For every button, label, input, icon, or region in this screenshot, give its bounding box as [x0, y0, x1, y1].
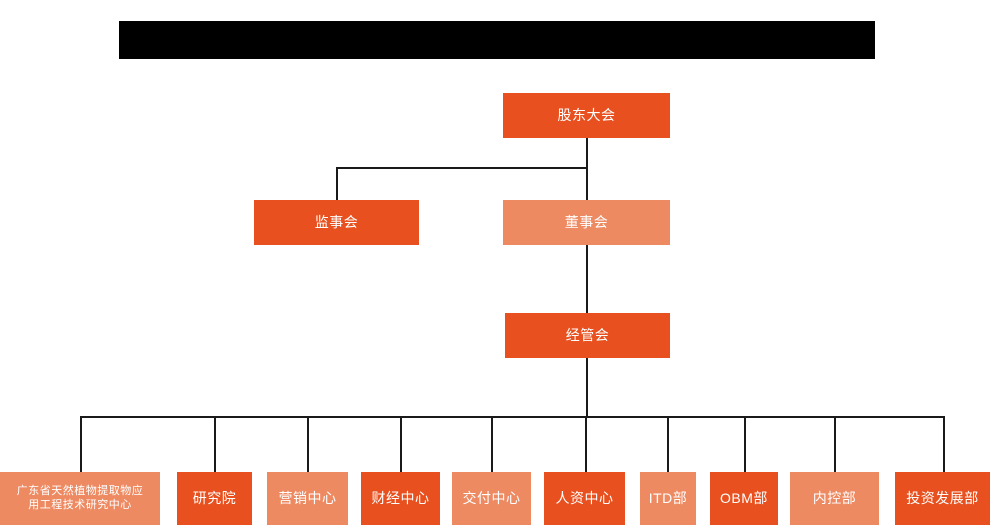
connector-drop-delivery-center	[491, 416, 493, 472]
org-node-label-itd-department: ITD部	[648, 489, 688, 506]
org-node-obm-department[interactable]: OBM部	[710, 472, 778, 525]
org-node-label-delivery-center: 交付中心	[462, 489, 521, 506]
org-node-label-obm-department: OBM部	[720, 489, 768, 506]
connector-drop-marketing-center	[307, 416, 309, 472]
org-node-delivery-center[interactable]: 交付中心	[452, 472, 531, 525]
connector-stem-management-down	[586, 358, 588, 416]
org-node-shareholders-meeting[interactable]: 股东大会	[503, 93, 670, 138]
org-node-research-institute[interactable]: 研究院	[177, 472, 252, 525]
org-node-label-management-committee: 经管会	[565, 326, 610, 343]
org-node-label-board-of-directors: 董事会	[564, 213, 609, 230]
org-node-board-of-directors[interactable]: 董事会	[503, 200, 670, 245]
org-node-label-shareholders-meeting: 股东大会	[557, 106, 616, 123]
connector-drop-internal-control	[834, 416, 836, 472]
org-node-gd-natural-plant-extract-center[interactable]: 广东省天然植物提取物应 用工程技术研究中心	[0, 472, 160, 525]
org-node-label-hr-center: 人资中心	[555, 489, 614, 506]
connector-drop-hr-center	[585, 416, 587, 472]
org-node-internal-control-department[interactable]: 内控部	[790, 472, 879, 525]
org-node-hr-center[interactable]: 人资中心	[544, 472, 625, 525]
org-node-investment-development-department[interactable]: 投资发展部	[895, 472, 990, 525]
connector-bus-level2	[336, 167, 588, 169]
org-node-supervisory-board[interactable]: 监事会	[254, 200, 419, 245]
connector-drop-obm-department	[744, 416, 746, 472]
org-node-label-internal-control-department: 内控部	[812, 489, 857, 506]
connector-stem-board-down	[586, 245, 588, 313]
org-node-label-gd-natural-plant-extract-center: 广东省天然植物提取物应 用工程技术研究中心	[16, 484, 144, 511]
org-node-label-finance-center: 财经中心	[371, 489, 430, 506]
org-node-management-committee[interactable]: 经管会	[505, 313, 670, 358]
connector-stem-shareholders-down	[586, 138, 588, 200]
connector-drop-finance-center	[400, 416, 402, 472]
connector-bus-level4	[80, 416, 944, 418]
connector-drop-itd-department	[667, 416, 669, 472]
redacted-title-bar	[119, 21, 875, 59]
org-node-itd-department[interactable]: ITD部	[640, 472, 696, 525]
org-node-marketing-center[interactable]: 营销中心	[267, 472, 348, 525]
org-node-label-research-institute: 研究院	[192, 489, 237, 506]
org-node-label-supervisory-board: 监事会	[314, 213, 359, 230]
connector-drop-supervisory-board	[336, 167, 338, 200]
org-node-finance-center[interactable]: 财经中心	[361, 472, 440, 525]
org-node-label-investment-development-department: 投资发展部	[906, 489, 979, 506]
connector-drop-research-institute	[214, 416, 216, 472]
connector-drop-investment-development	[943, 416, 945, 472]
org-node-label-marketing-center: 营销中心	[278, 489, 337, 506]
connector-drop-gd-center	[80, 416, 82, 472]
